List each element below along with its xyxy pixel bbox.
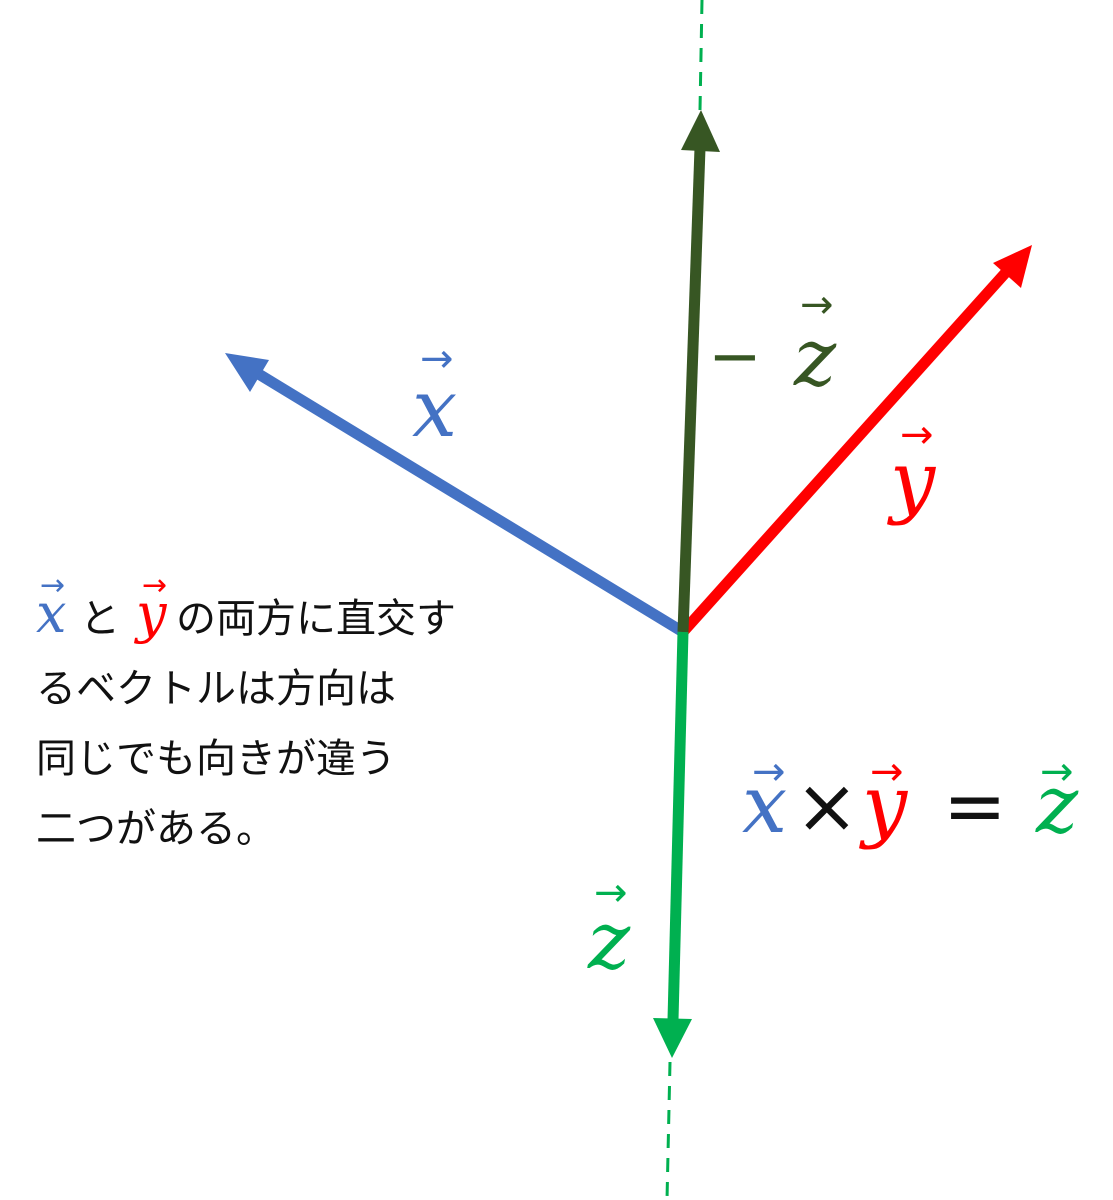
note-y-arrow: → (142, 568, 167, 603)
x-label-letter: x (412, 362, 457, 455)
note-line1-connector: と (80, 596, 120, 642)
note-line3: 同じでも向きが違う (36, 736, 396, 782)
equation-z-letter: z (1035, 758, 1079, 851)
note-line4: 二つがある。 (36, 806, 276, 852)
equation-times-symbol: × (795, 761, 859, 850)
note-line2: るベクトルは方向は (36, 666, 396, 712)
y-vector-label: → y (887, 412, 937, 527)
equation-y-letter: y (859, 758, 909, 851)
cross-product-equation: → x × → y = → z (742, 749, 1079, 851)
equation-y-arrow: → (870, 749, 904, 795)
y-label-letter: y (887, 434, 937, 527)
orthogonal-note: → x と → y の両方に直交す るベクトルは方向は 同じでも向きが違う 二つ… (36, 568, 456, 852)
note-x-arrow: → (40, 568, 65, 603)
neg-z-vector-shaft (677, 147, 706, 633)
neg-z-label-minus: − (708, 320, 762, 394)
x-vector-arrowhead (225, 353, 269, 392)
neg-z-label-letter: z (793, 311, 837, 404)
z-label-letter: z (587, 894, 631, 987)
x-label-arrow: → (420, 336, 454, 382)
y-vector-shaft (678, 266, 1013, 636)
neg-z-label-arrow: → (800, 282, 834, 328)
z-axis-guide-bottom (665, 1061, 672, 1200)
x-vector-shaft (249, 365, 686, 637)
note-line1-rest: の両方に直交す (176, 596, 456, 642)
y-vector-arrowhead (993, 245, 1032, 288)
z-vector-arrowhead (653, 1018, 692, 1058)
z-vector-shaft (667, 631, 689, 1021)
equation-z-arrow: → (1040, 749, 1074, 795)
z-label-arrow: → (594, 870, 628, 916)
z-axis-guide-top (698, 0, 704, 111)
equation-equals-sign: = (943, 761, 1007, 850)
x-vector-label: → x (412, 336, 457, 455)
note-x-letter: x (36, 582, 66, 645)
note-y-letter: y (134, 582, 168, 645)
equation-x-letter: x (742, 758, 787, 851)
equation-x-arrow: → (752, 749, 786, 795)
neg-z-vector-arrowhead (681, 110, 720, 152)
z-vector-label: → z (587, 870, 631, 987)
neg-z-vector-label: − → z (708, 282, 837, 404)
y-label-arrow: → (900, 412, 934, 458)
